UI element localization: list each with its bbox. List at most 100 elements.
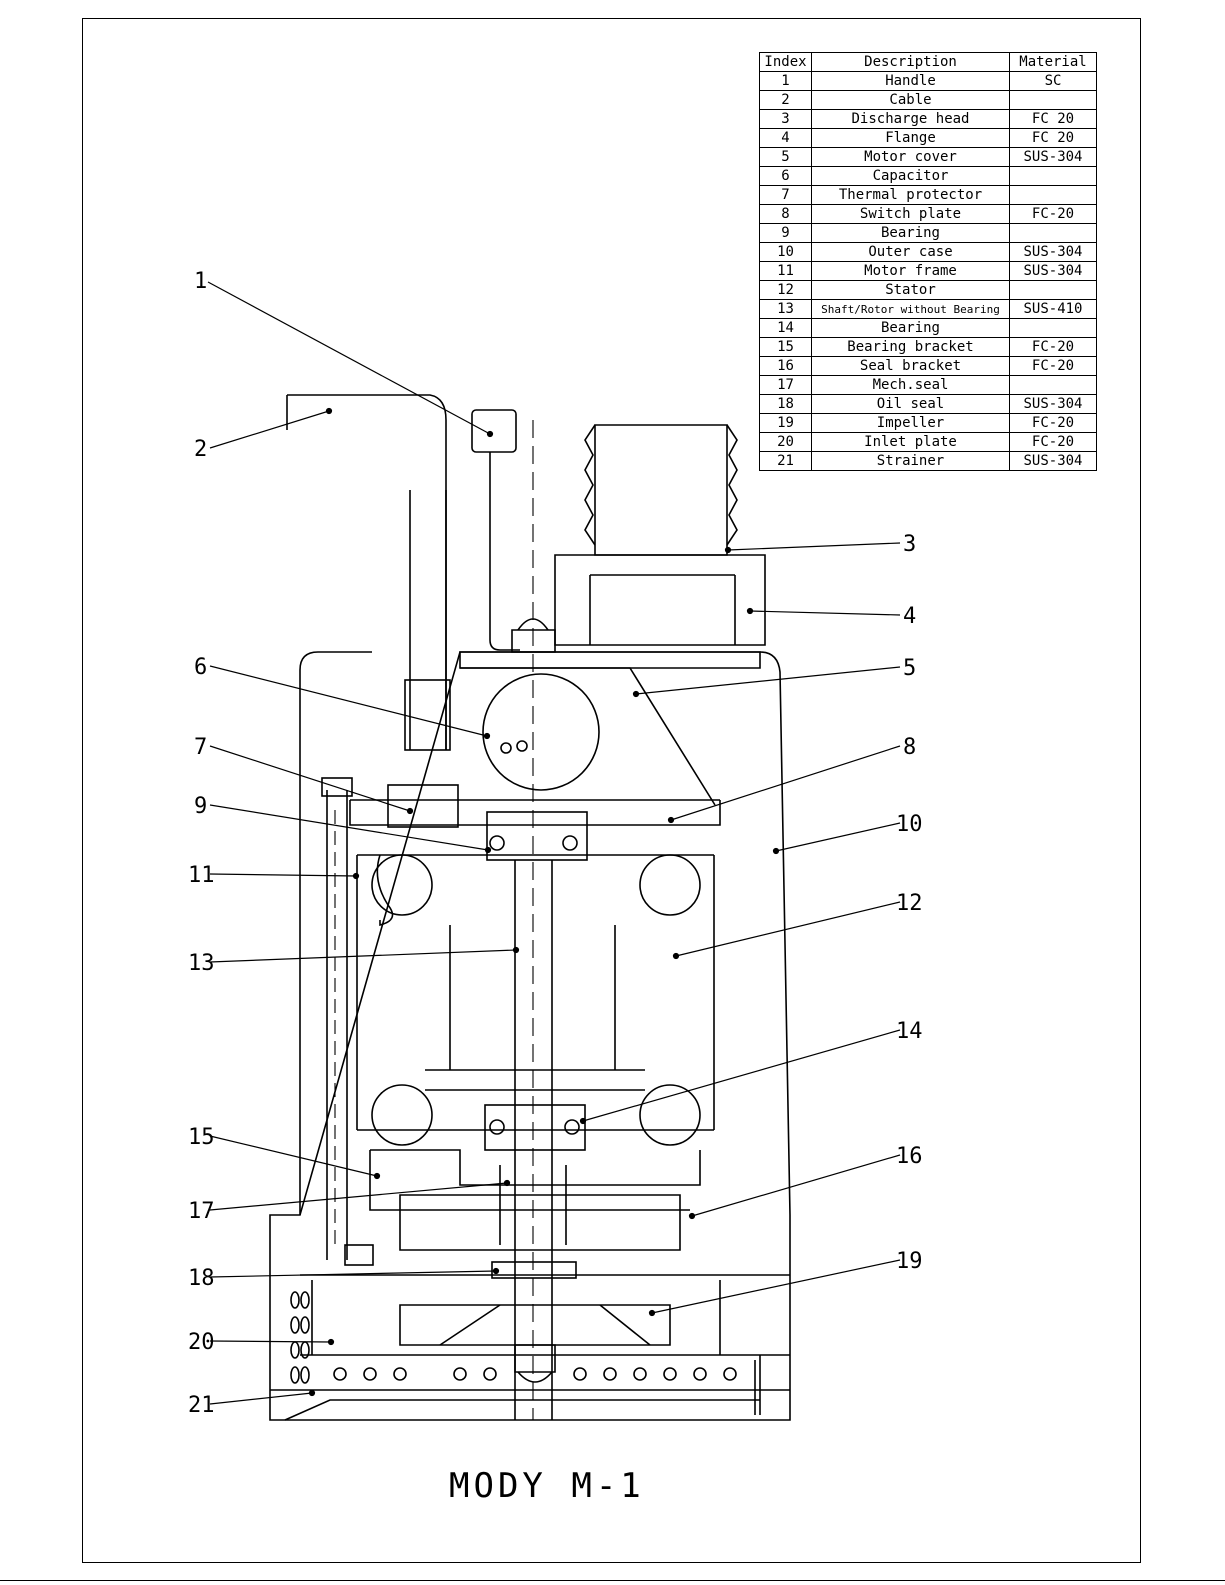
table-header-row: Index Description Material <box>759 52 1097 72</box>
leader-16 <box>688 1154 901 1220</box>
capacitor-part <box>482 673 600 791</box>
callout-18: 18 <box>188 1266 215 1291</box>
oil-seal-part <box>491 1261 577 1279</box>
header-index: Index <box>759 52 812 72</box>
leader-14 <box>579 1029 901 1125</box>
leader-6 <box>209 665 491 740</box>
seal-bracket-part <box>399 1194 681 1251</box>
cell-description: Capacitor <box>811 166 1010 186</box>
leader-10 <box>772 822 901 855</box>
cell-material: SUS-304 <box>1009 147 1097 167</box>
lower-bearing-part <box>484 1104 586 1151</box>
cell-description: Strainer <box>811 451 1010 471</box>
callout-2: 2 <box>194 437 207 462</box>
cell-description: Thermal protector <box>811 185 1010 205</box>
header-description: Description <box>811 52 1010 72</box>
cable-gland <box>404 679 451 751</box>
cell-description: Motor cover <box>811 147 1010 167</box>
handle-part <box>471 409 517 453</box>
cell-material: FC-20 <box>1009 337 1097 357</box>
cell-index: 21 <box>759 451 812 471</box>
leader-15 <box>209 1135 381 1180</box>
callout-17: 17 <box>188 1199 215 1224</box>
discharge-head-part <box>594 424 728 556</box>
callout-21: 21 <box>188 1393 215 1418</box>
leader-8 <box>667 745 901 824</box>
outer-case-part <box>269 651 791 1421</box>
model-title: MODY M-1 <box>449 1466 645 1506</box>
thermal-protector-part <box>387 784 459 828</box>
callout-11: 11 <box>188 863 215 888</box>
leader-13 <box>209 946 520 963</box>
cell-material: FC-20 <box>1009 356 1097 376</box>
flange-part <box>554 554 766 646</box>
motor-frame-part <box>356 855 715 1130</box>
cell-description: Inlet plate <box>811 432 1010 452</box>
leader-18 <box>209 1267 500 1278</box>
cell-description: Bearing <box>811 318 1010 338</box>
callout-leaders <box>207 281 901 1405</box>
leader-3 <box>724 542 901 554</box>
inlet-plate-part <box>300 1274 790 1356</box>
cell-index: 13 <box>759 299 812 319</box>
leader-11 <box>209 872 360 880</box>
cell-material: SUS-304 <box>1009 451 1097 471</box>
leader-21 <box>209 1389 316 1405</box>
stator-part <box>357 854 714 1131</box>
callout-6: 6 <box>194 655 207 680</box>
leader-1 <box>207 281 494 438</box>
cell-material: FC 20 <box>1009 128 1097 148</box>
callout-10: 10 <box>896 812 923 837</box>
motor-cover-part <box>460 667 716 806</box>
switch-plate-part <box>349 799 721 826</box>
pump-outline <box>269 394 791 1421</box>
callout-5: 5 <box>903 656 916 681</box>
header-material: Material <box>1009 52 1097 72</box>
callout-8: 8 <box>903 735 916 760</box>
impeller-part <box>399 1304 671 1346</box>
callout-7: 7 <box>194 735 207 760</box>
callout-4: 4 <box>903 604 916 629</box>
cell-description: Impeller <box>811 413 1010 433</box>
cell-index: 18 <box>759 394 812 414</box>
cell-index: 20 <box>759 432 812 452</box>
leader-17 <box>209 1179 511 1211</box>
cell-description: Discharge head <box>811 109 1010 129</box>
callout-16: 16 <box>896 1144 923 1169</box>
callout-13: 13 <box>188 951 215 976</box>
cell-material: SUS-304 <box>1009 394 1097 414</box>
leader-7 <box>209 745 414 815</box>
callout-20: 20 <box>188 1330 215 1355</box>
leader-19 <box>648 1259 901 1317</box>
callout-labels: 1 2 3 4 5 6 7 8 9 10 11 12 13 14 15 16 1… <box>188 269 923 1418</box>
cell-index: 17 <box>759 375 812 395</box>
bottom-rule <box>0 1580 1225 1581</box>
cell-material: FC-20 <box>1009 413 1097 433</box>
leader-4 <box>746 607 901 616</box>
callout-9: 9 <box>194 794 207 819</box>
top-bearing-part <box>486 811 588 861</box>
bearing-bracket-part <box>369 1149 701 1211</box>
mech-seal-part <box>499 1165 567 1245</box>
leader-12 <box>672 901 901 960</box>
callout-14: 14 <box>896 1019 923 1044</box>
cell-description: Bearing <box>811 223 1010 243</box>
drawing-frame <box>82 18 1141 1563</box>
